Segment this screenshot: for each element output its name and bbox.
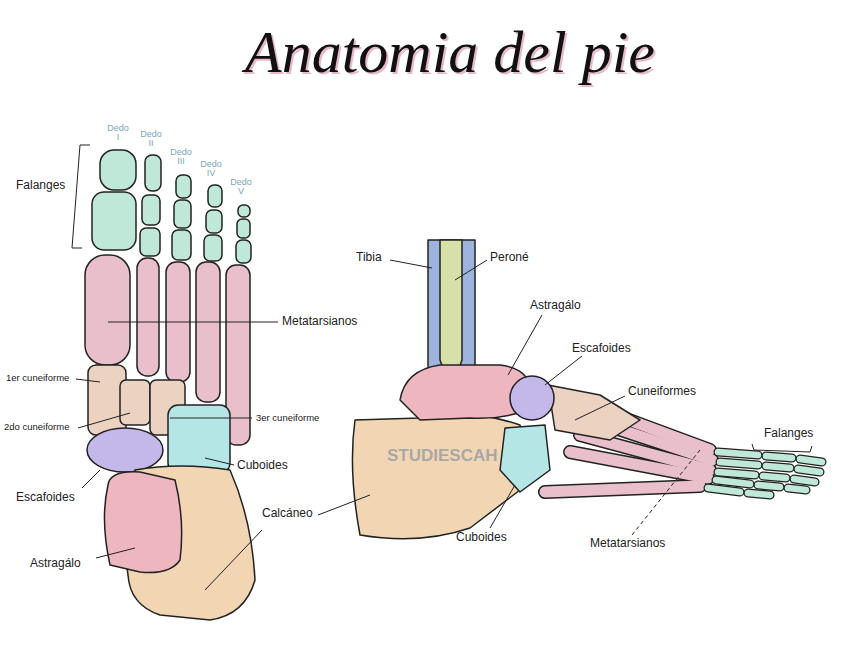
- part-label: 2do cuneiforme: [4, 421, 69, 432]
- part-label: 1er cuneiforme: [6, 372, 69, 383]
- part-label: Calcáneo: [262, 506, 313, 520]
- part-label: Astragálo: [530, 298, 581, 312]
- phalanges: [92, 150, 251, 263]
- toe-label: Dedo IV: [198, 160, 224, 179]
- part-label: Metatarsianos: [590, 536, 665, 550]
- part-label: Falanges: [16, 178, 65, 192]
- toe-label: Dedo I: [105, 124, 131, 143]
- part-label: Escafoides: [16, 490, 75, 504]
- toe-label: Dedo V: [228, 178, 254, 197]
- title: Anatomia del pie: [200, 18, 700, 87]
- part-label: Metatarsianos: [282, 314, 357, 328]
- part-label: Astragálo: [30, 556, 81, 570]
- leader-lines: [72, 145, 812, 590]
- part-label: Falanges: [764, 426, 813, 440]
- part-label: Tibia: [356, 250, 382, 264]
- part-label: Escafoides: [572, 341, 631, 355]
- part-label: Cuboides: [237, 458, 288, 472]
- toe-label: Dedo III: [168, 148, 194, 167]
- part-label: Cuboides: [456, 530, 507, 544]
- watermark: STUDIESCAH: [387, 446, 498, 466]
- toe-label: Dedo II: [138, 130, 164, 149]
- part-label: Cuneiformes: [628, 384, 696, 398]
- part-label: 3er cuneiforme: [256, 412, 319, 423]
- part-label: Peroné: [490, 250, 529, 264]
